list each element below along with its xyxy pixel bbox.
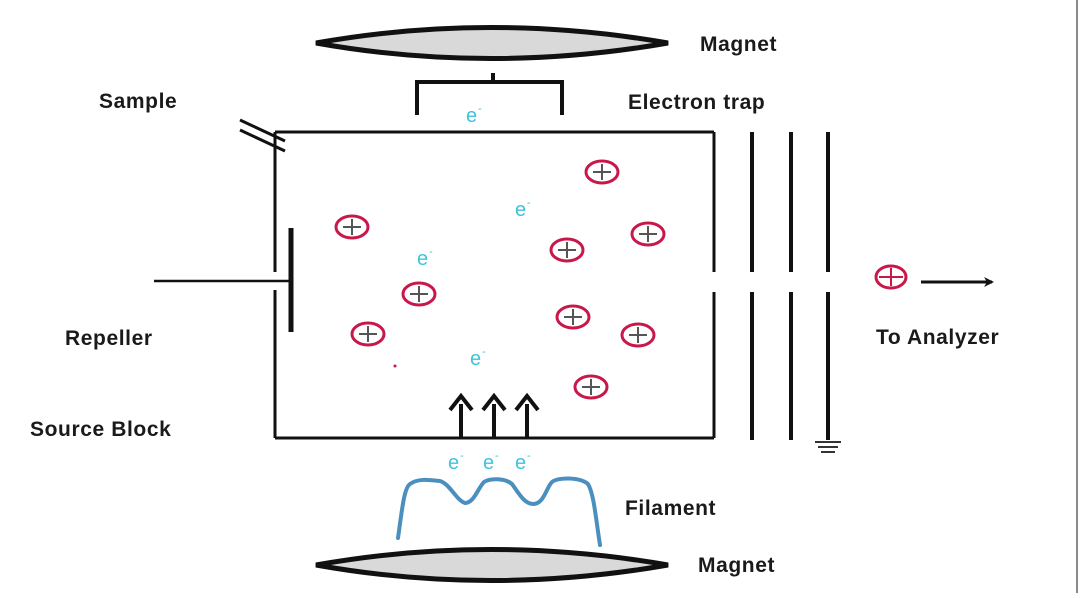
emitted-electrons: e-e-e- xyxy=(448,450,531,474)
electrons-in-chamber: e-e-e- xyxy=(417,197,531,370)
ion-icon xyxy=(630,221,666,247)
extraction-plates xyxy=(750,132,830,440)
source-block-label: Source Block xyxy=(30,418,171,441)
exiting-ion xyxy=(874,264,908,290)
stray-dot xyxy=(393,364,397,368)
ion-icon xyxy=(549,237,585,263)
svg-text:-: - xyxy=(527,197,531,209)
ion-icon xyxy=(350,321,386,347)
filament-label: Filament xyxy=(625,497,716,520)
svg-text:e: e xyxy=(483,452,494,474)
electron-trap xyxy=(415,73,564,115)
repeller xyxy=(154,228,294,332)
electron-trap-label: Electron trap xyxy=(628,91,765,114)
repeller-label: Repeller xyxy=(65,327,153,350)
trapped-electron: e - xyxy=(466,103,482,127)
beam-arrow-2 xyxy=(481,392,507,438)
ion-icon xyxy=(584,159,620,185)
top-magnet xyxy=(315,25,669,61)
magnet-top-label: Magnet xyxy=(700,33,777,56)
svg-text:e: e xyxy=(470,348,481,370)
svg-text:e: e xyxy=(515,199,526,221)
svg-text:-: - xyxy=(460,450,464,462)
ion-icon xyxy=(401,281,437,307)
electron-icon: e- xyxy=(470,346,486,370)
ions-in-chamber xyxy=(334,159,666,400)
electron-icon: e- xyxy=(417,246,433,270)
svg-text:-: - xyxy=(527,450,531,462)
ion-icon xyxy=(555,304,591,330)
filament xyxy=(396,476,602,547)
ion-icon xyxy=(620,322,656,348)
svg-text:e: e xyxy=(448,452,459,474)
svg-text:e: e xyxy=(515,452,526,474)
ground-icon xyxy=(815,441,841,453)
magnet-shape xyxy=(315,25,669,61)
source-block xyxy=(273,130,716,440)
magnet-bottom-label: Magnet xyxy=(698,554,775,577)
emitted-electron-icon: e- xyxy=(448,450,464,474)
electron-beam-arrows xyxy=(448,392,540,438)
svg-text:-: - xyxy=(429,246,433,258)
svg-text:-: - xyxy=(495,450,499,462)
ion-icon xyxy=(334,214,370,240)
svg-text:e: e xyxy=(466,105,477,127)
magnet-shape xyxy=(315,547,669,583)
beam-arrow-1 xyxy=(448,392,474,438)
ion-icon xyxy=(573,374,609,400)
svg-text:-: - xyxy=(482,346,486,358)
svg-text:-: - xyxy=(478,103,482,115)
emitted-electron-icon: e- xyxy=(483,450,499,474)
sample-inlet-icon xyxy=(239,118,286,153)
electron-icon: e- xyxy=(515,197,531,221)
bottom-magnet xyxy=(315,547,669,583)
beam-arrow-3 xyxy=(514,392,540,438)
to-analyzer-label: To Analyzer xyxy=(876,326,999,349)
svg-text:e: e xyxy=(417,248,428,270)
emitted-electron-icon: e- xyxy=(515,450,531,474)
sample-label: Sample xyxy=(99,90,177,113)
